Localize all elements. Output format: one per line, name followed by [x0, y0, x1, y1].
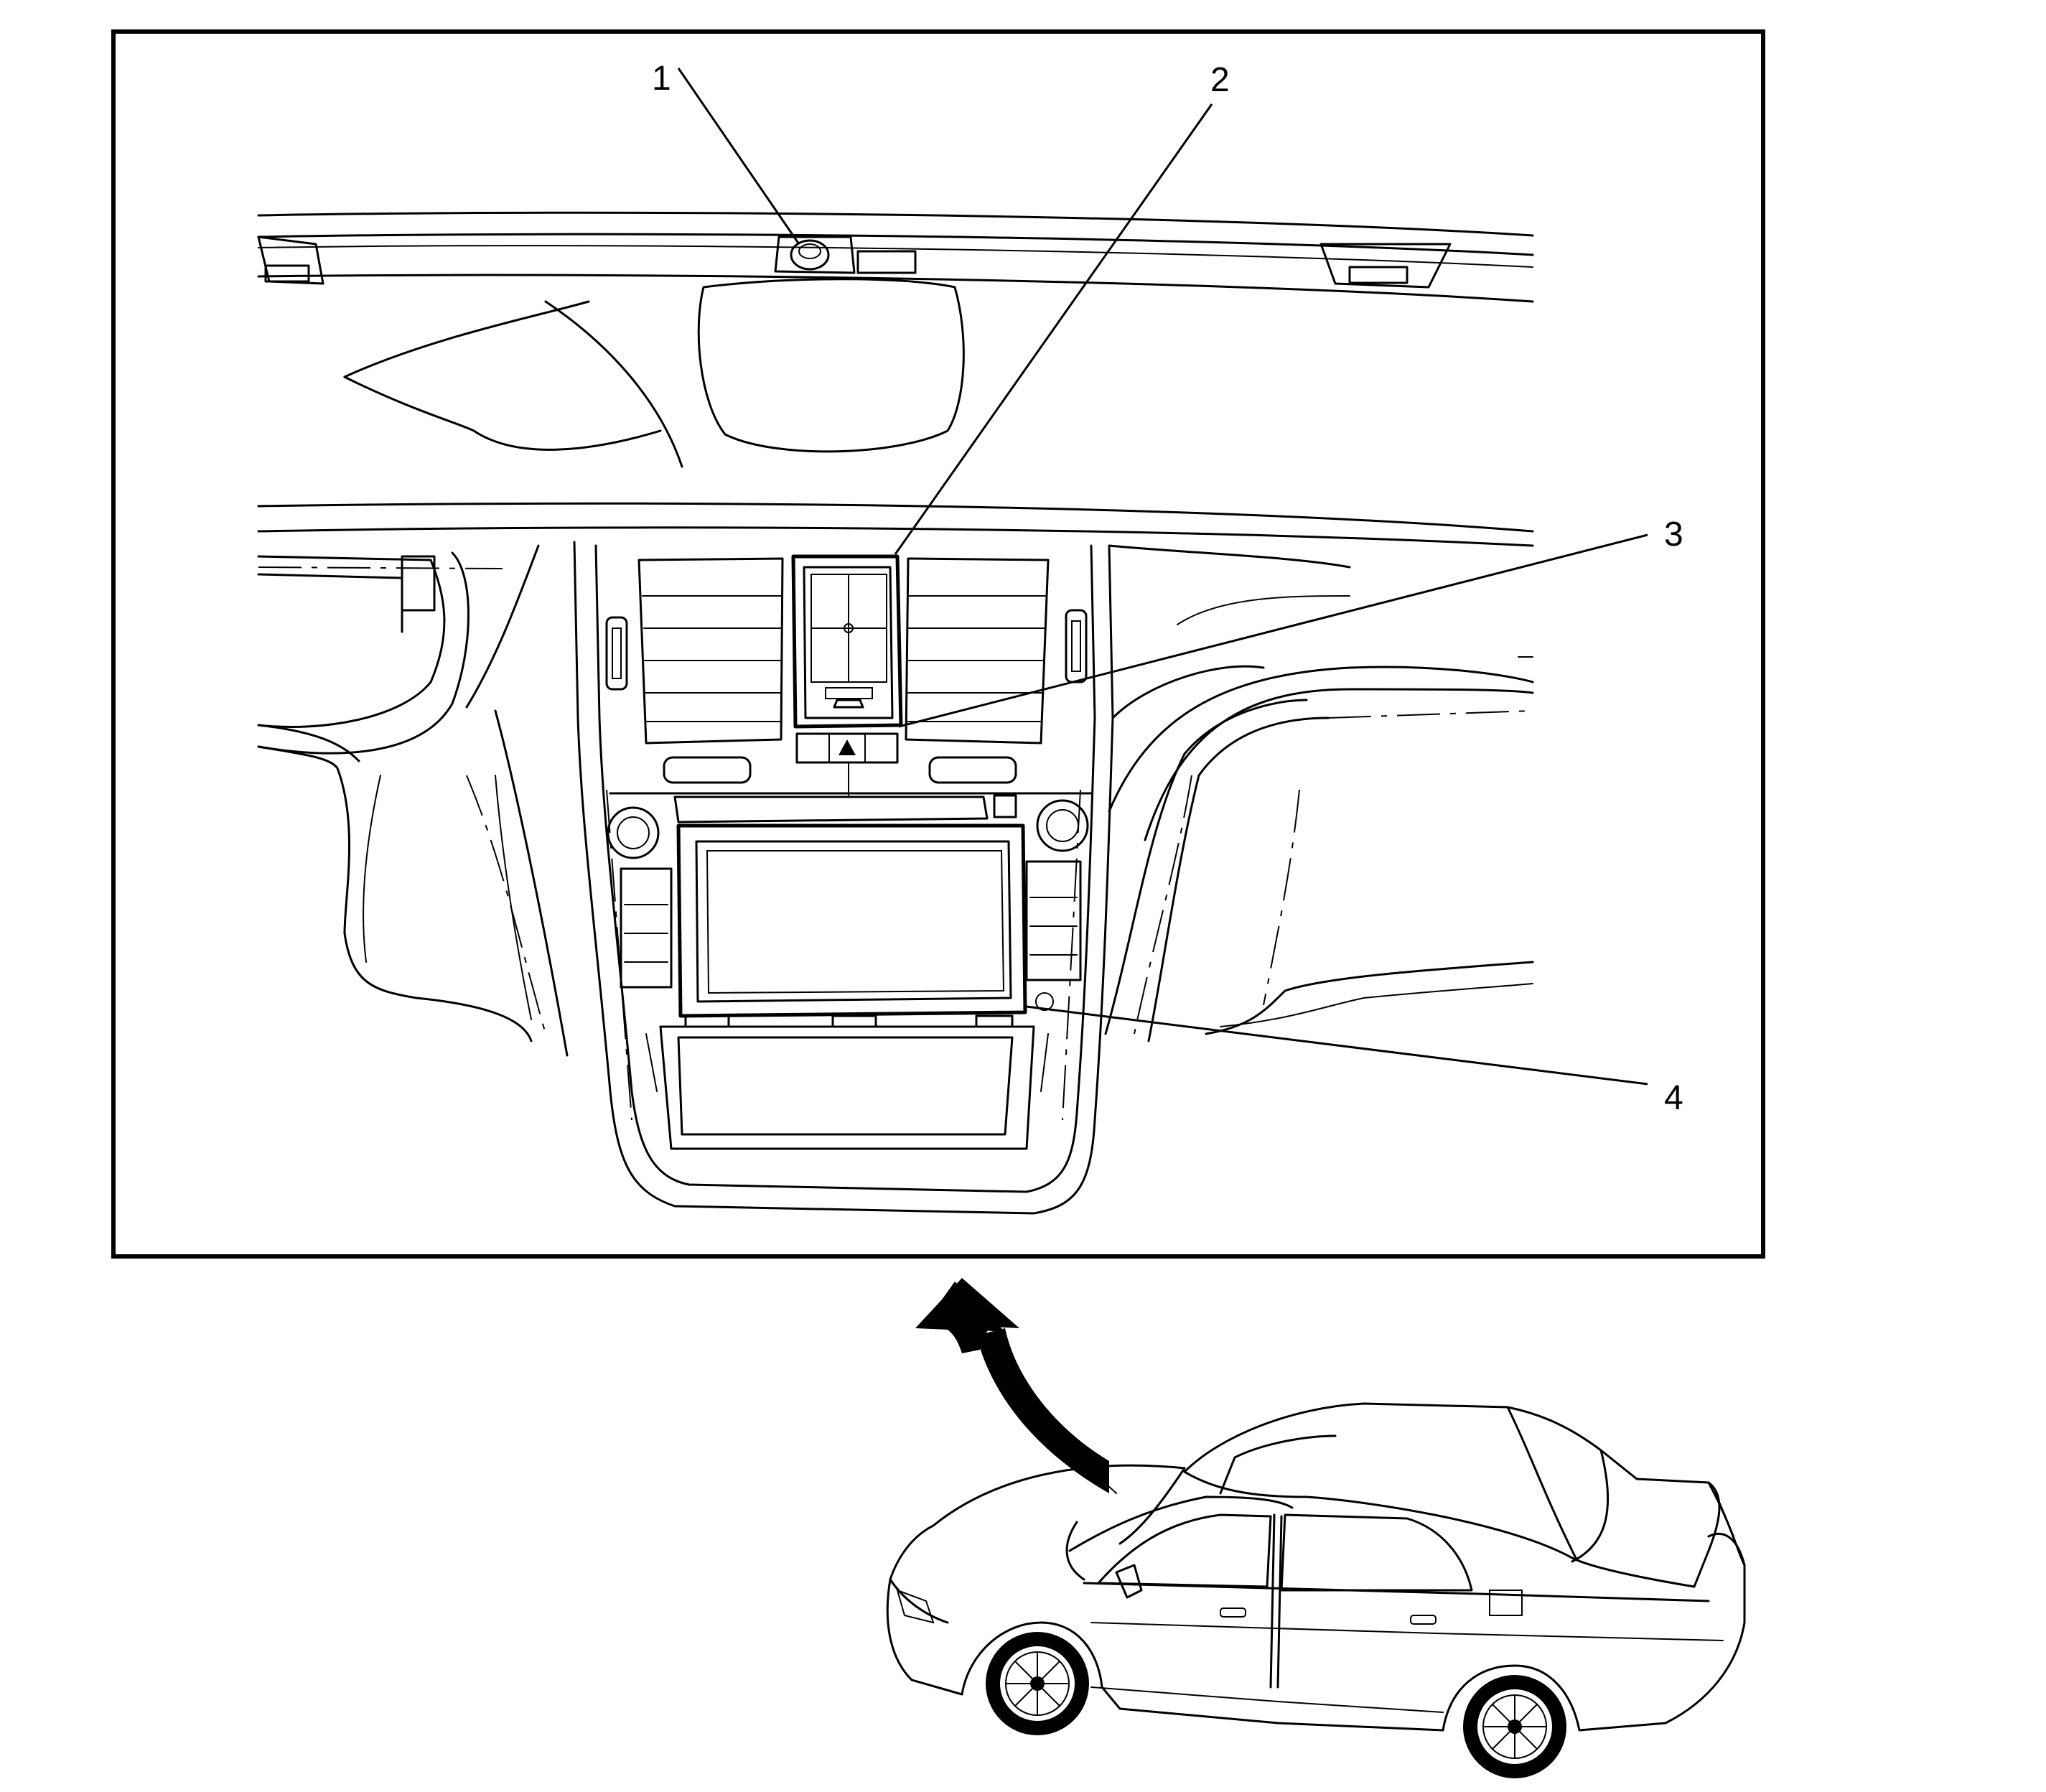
callout-label-3: 3	[1664, 515, 1683, 554]
center-air-vents	[605, 557, 1088, 784]
sunload-sensor	[774, 235, 917, 274]
callout-leader-1	[677, 67, 800, 245]
instrument-panel-drawing	[257, 211, 1534, 1215]
center-display-module	[791, 554, 903, 798]
callout-label-2: 2	[1210, 61, 1230, 99]
callout-label-4: 4	[1664, 1079, 1683, 1117]
rear-wheel	[1463, 1675, 1566, 1778]
curved-arrow-icon	[915, 1278, 1109, 1493]
callout-leader-4	[1026, 1005, 1648, 1086]
front-wheel	[986, 1632, 1089, 1735]
detail-view-frame	[111, 29, 1765, 1259]
radio-head-unit	[607, 792, 1093, 1150]
callout-label-1: 1	[652, 60, 671, 98]
callout-leader-2	[894, 103, 1213, 555]
callout-leader-3	[898, 533, 1648, 728]
vehicle-sedan-icon	[886, 1402, 1746, 1778]
